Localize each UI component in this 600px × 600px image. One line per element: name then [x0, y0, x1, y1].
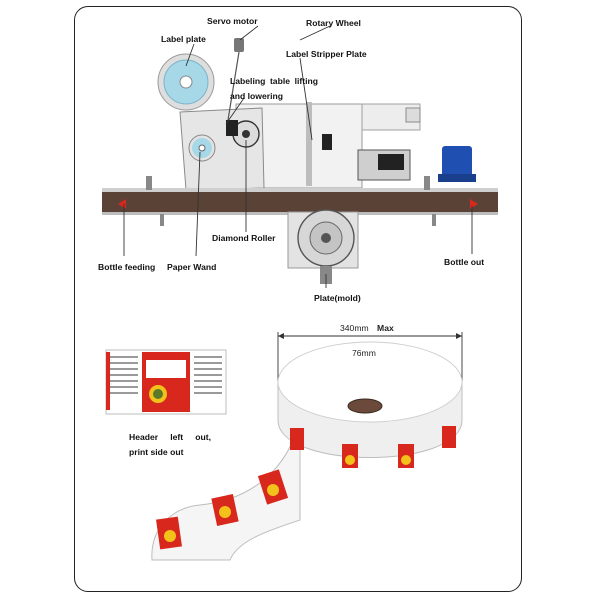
- label-print-repeats: [156, 469, 289, 550]
- motor-icon: [442, 146, 472, 182]
- rotary-wheel-label: Rotary Wheel: [306, 18, 361, 28]
- label-stripper-plate-label: Label Stripper Plate: [286, 49, 367, 59]
- diamond-roller-label: Diamond Roller: [212, 233, 276, 243]
- core-diameter-text: 76mm: [352, 348, 376, 358]
- diagram-frame: [74, 6, 522, 592]
- bottle-out-label: Bottle out: [444, 257, 485, 267]
- outer-diameter-suffix: Max: [377, 323, 394, 333]
- outer-diameter-value: 340mm: [340, 323, 369, 333]
- plate-mold-icon: [297, 209, 355, 267]
- servo-motor-label: Servo motor: [207, 16, 258, 26]
- label-plate-label: Label plate: [161, 34, 206, 44]
- servo-motor-icon: [226, 120, 238, 136]
- conveyor-belt: [102, 192, 498, 212]
- roll-side-prints: [290, 426, 456, 468]
- outer-diameter-text: 340mm Max: [340, 323, 394, 333]
- roll-core: [347, 398, 383, 414]
- plate-mold-label: Plate(mold): [314, 293, 361, 303]
- labeling-table-label: Labeling table lifting and lowering: [230, 76, 318, 101]
- roll-top: [277, 341, 463, 423]
- header-note-label: Header left out, print side out: [129, 432, 211, 458]
- bottle-feeding-label: Bottle feeding: [98, 262, 156, 272]
- paper-wand-label: Paper Wand: [167, 262, 217, 272]
